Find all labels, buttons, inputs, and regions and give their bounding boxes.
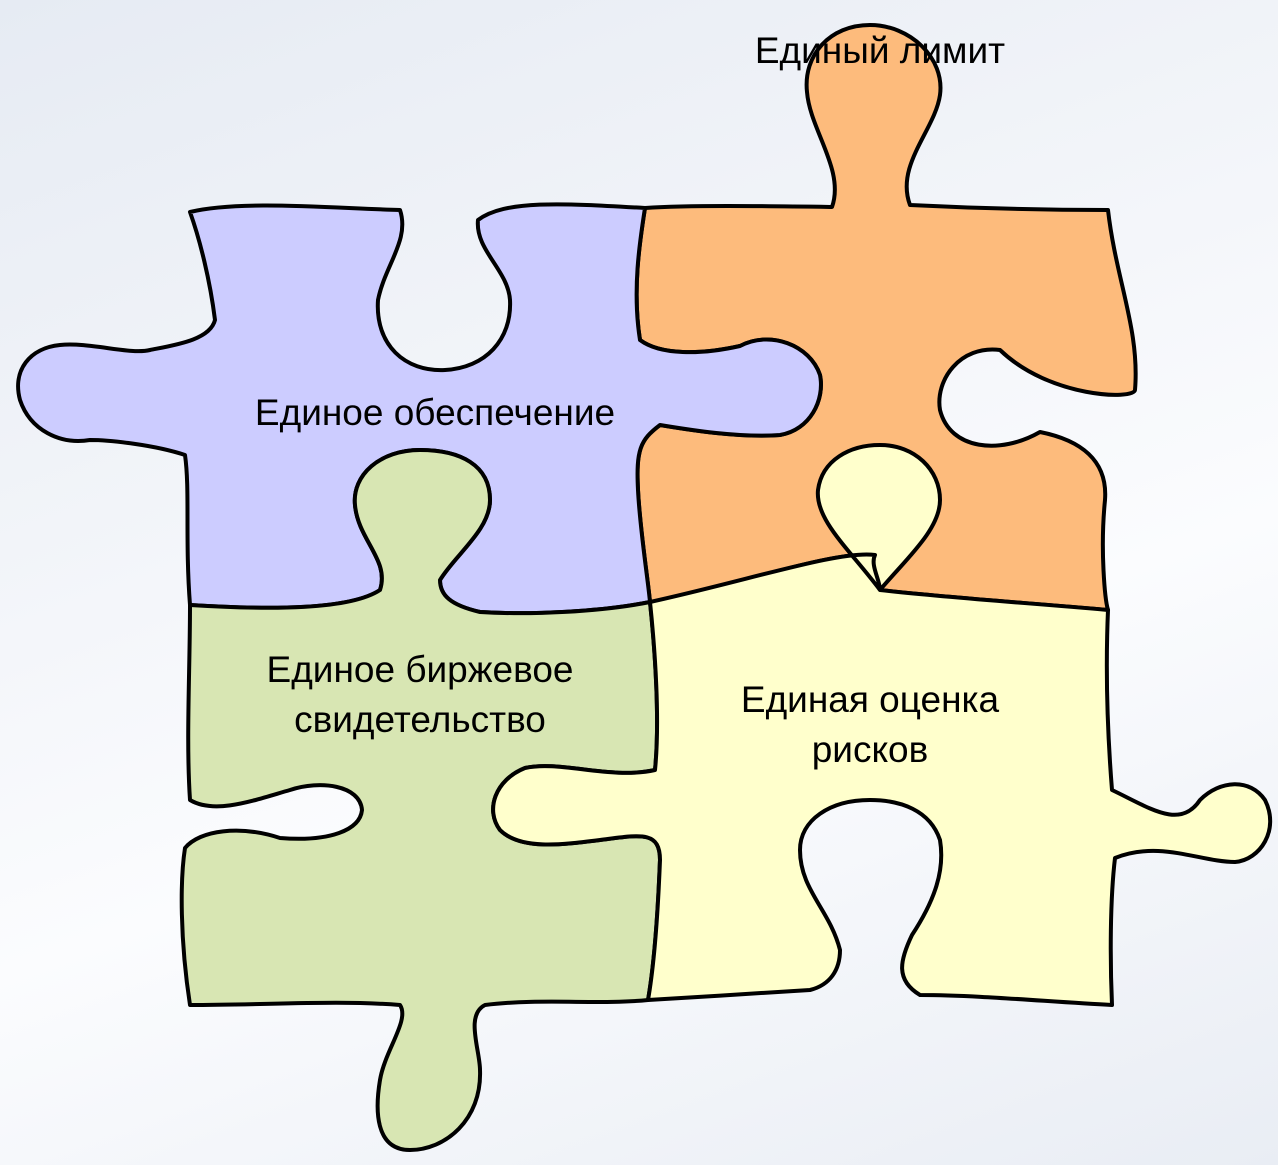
label-unified-risk-assessment: Единая оценка рисков: [660, 675, 1080, 775]
label-unified-exchange-certificate-line-1: Единое биржевое: [266, 649, 574, 690]
label-unified-limit: Единый лимит: [690, 26, 1070, 76]
puzzle-piece-risks-shape: [491, 443, 1273, 1007]
label-unified-collateral: Единое обеспечение: [180, 388, 690, 438]
label-unified-exchange-certificate-line-2: свидетельство: [294, 699, 546, 740]
label-unified-exchange-certificate: Единое биржевое свидетельство: [190, 645, 650, 745]
label-unified-risk-assessment-line-2: рисков: [811, 729, 929, 770]
label-unified-collateral-line-1: Единое обеспечение: [254, 392, 616, 433]
label-unified-limit-line-1: Единый лимит: [754, 30, 1006, 71]
puzzle-piece-risks: [491, 443, 1273, 1007]
label-unified-risk-assessment-line-1: Единая оценка: [740, 679, 1000, 720]
